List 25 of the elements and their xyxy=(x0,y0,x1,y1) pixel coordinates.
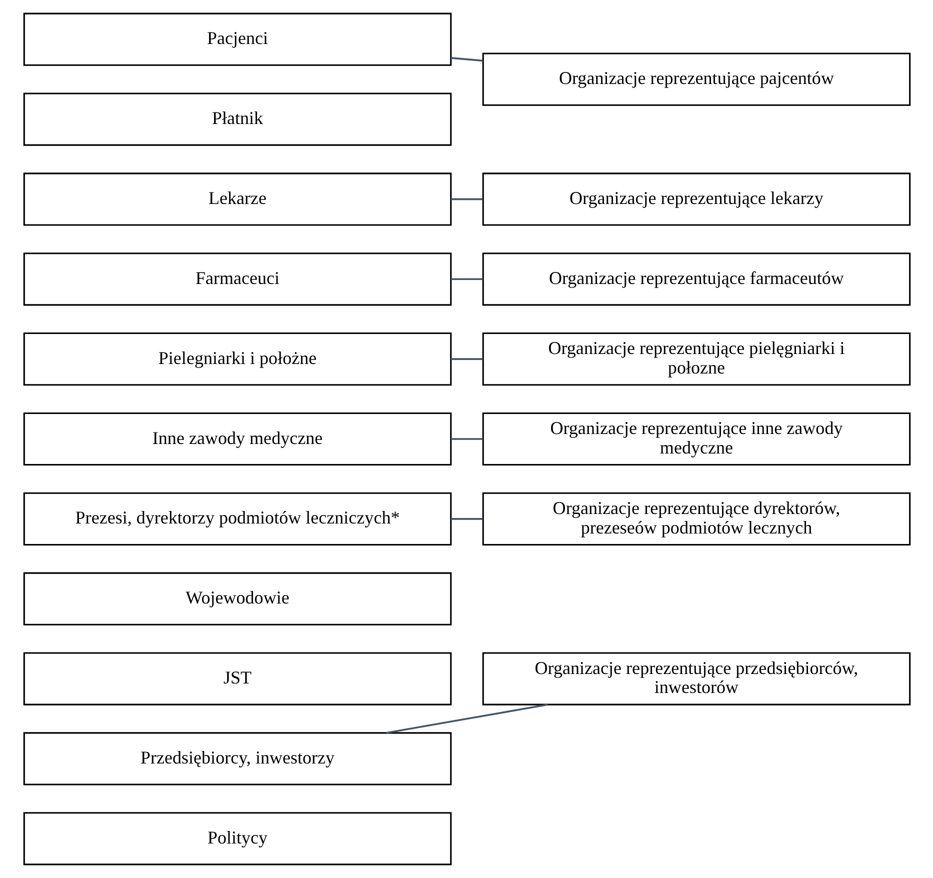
node-box: Lekarze xyxy=(22,172,452,226)
node-box: Organizacje reprezentujące lekarzy xyxy=(482,172,910,226)
node-box: Farmaceuci xyxy=(22,252,452,306)
connector xyxy=(386,704,548,734)
node-box: Politycy xyxy=(22,812,452,866)
node-box: Organizacje reprezentujące inne zawody medyczne xyxy=(482,412,910,466)
connector xyxy=(450,438,482,440)
node-box: Organizacje reprezentujące pajcentów xyxy=(482,52,910,106)
connector xyxy=(450,358,482,360)
node-box: Płatnik xyxy=(22,92,452,146)
node-box: Organizacje reprezentujące dyrektorów, prezeseów podmiotów lecznych xyxy=(482,492,910,546)
node-box: Pielegniarki i położne xyxy=(22,332,452,386)
connector xyxy=(450,198,482,200)
node-box: Inne zawody medyczne xyxy=(22,412,452,466)
node-box: JST xyxy=(22,652,452,706)
node-box: Pacjenci xyxy=(22,12,452,66)
node-box: Organizacje reprezentujące przedsiębiorców, inwestorów xyxy=(482,652,910,706)
node-box: Prezesi, dyrektorzy podmiotów leczniczych* xyxy=(22,492,452,546)
connector xyxy=(450,278,482,280)
connector xyxy=(450,518,482,520)
node-box: Organizacje reprezentujące farmaceutów xyxy=(482,252,910,306)
node-box: Organizacje reprezentujące pielęgniarki i połozne xyxy=(482,332,910,386)
connector xyxy=(450,57,482,62)
node-box: Wojewodowie xyxy=(22,572,452,626)
node-box: Przedsiębiorcy, inwestorzy xyxy=(22,732,452,786)
